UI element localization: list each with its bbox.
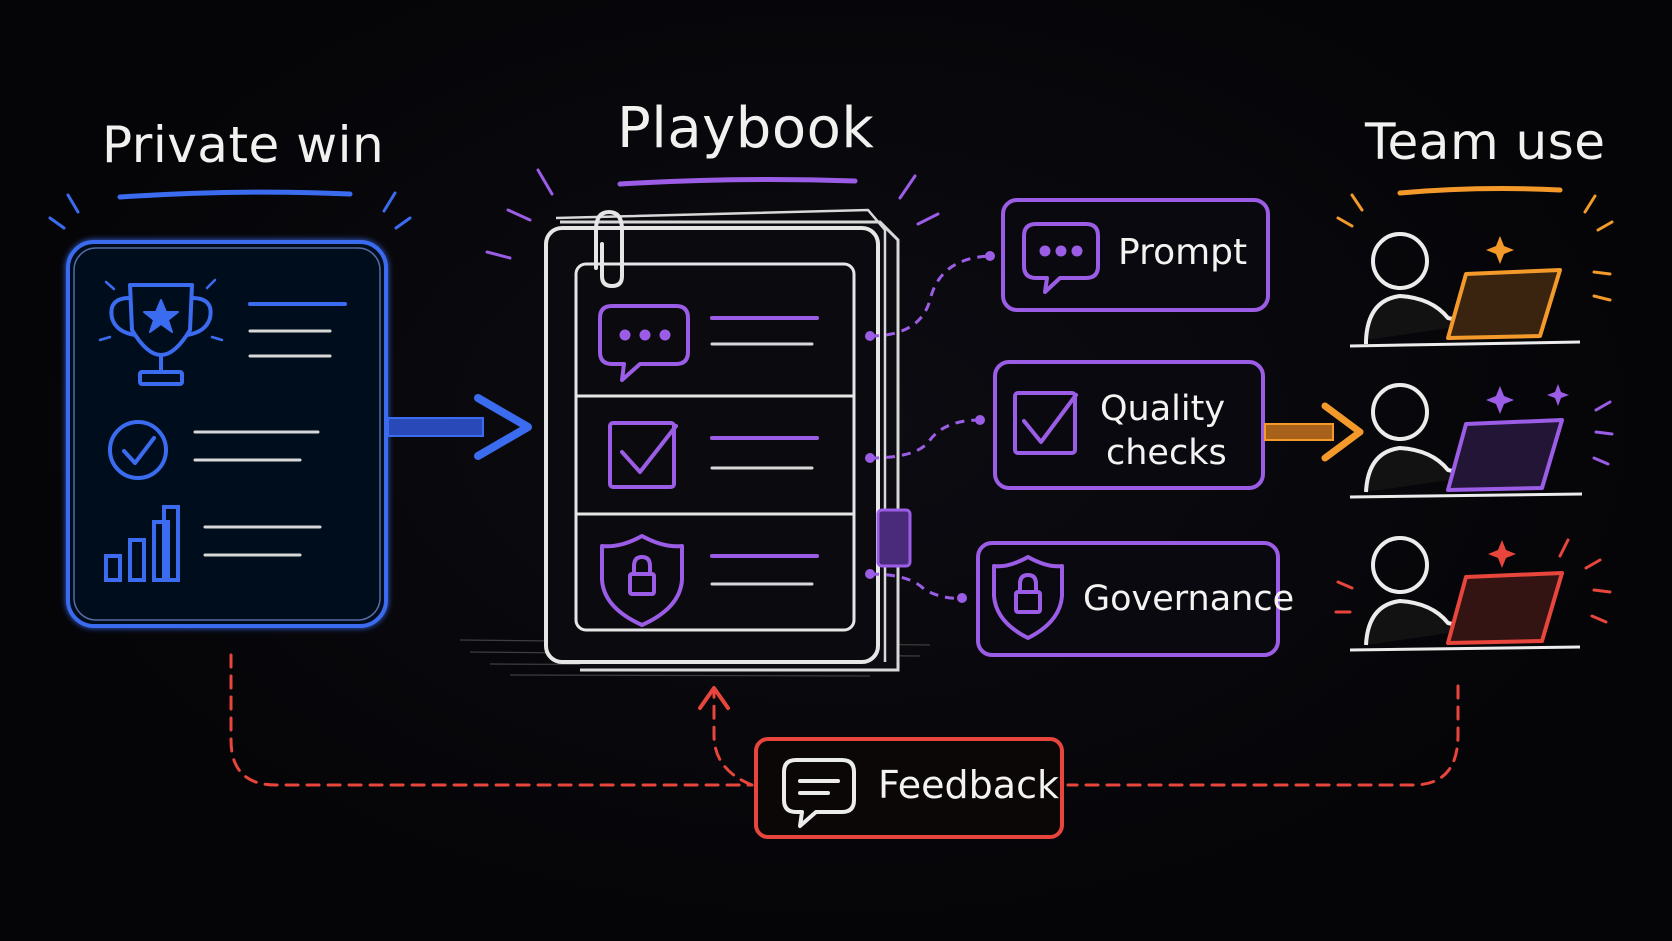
message-icon (782, 758, 856, 828)
person-laptop-icon (1334, 536, 1612, 652)
feedback-loop (229, 653, 1460, 787)
private-win-underline (117, 189, 353, 200)
playbook-rays (485, 168, 940, 260)
private-win-text-lines-2 (193, 430, 320, 462)
component-connectors (869, 254, 991, 600)
private-win-title: Private win (102, 116, 385, 174)
governance-box (976, 541, 1280, 657)
person-laptop-icon (1336, 193, 1614, 348)
private-win-text-lines-1 (248, 302, 347, 358)
checkbox-icon (608, 421, 678, 489)
playbook-lines-1 (710, 316, 819, 346)
team-use-title: Team use (1365, 113, 1606, 171)
team-rays-3 (1334, 538, 1612, 624)
playbook-binder (459, 168, 940, 677)
playbook-title: Playbook (617, 96, 875, 161)
playbook-underline (617, 177, 858, 187)
team-rays-2 (1592, 400, 1614, 466)
bar-chart-icon (104, 505, 180, 582)
prompt-box (1001, 198, 1270, 312)
playbook-to-team-arrow (1264, 402, 1364, 462)
person-laptop-icon (1349, 383, 1614, 499)
paperclip-icon (594, 209, 624, 289)
binder-tab (876, 508, 912, 568)
governance-shield-icon (992, 555, 1064, 640)
governance-label: Governance (1083, 579, 1295, 619)
team-rays-1 (1336, 193, 1614, 302)
team-use-group (1334, 193, 1614, 652)
playbook-lines-2 (710, 436, 819, 470)
chat-bubble-icon (598, 304, 690, 382)
feedback-up-arrowhead (698, 686, 730, 710)
feedback-box (754, 737, 1064, 839)
prompt-chat-icon (1022, 222, 1100, 294)
private-win-rays (48, 191, 412, 230)
quality-checks-line-1: Quality (1100, 389, 1226, 429)
shield-lock-icon (600, 534, 684, 627)
private-win-card (48, 191, 412, 628)
prompt-label: Prompt (1118, 232, 1248, 273)
quality-checks-box (993, 360, 1265, 490)
feedback-label: Feedback (878, 763, 1059, 807)
trophy-icon (98, 278, 224, 386)
playbook-lines-3 (710, 554, 819, 586)
quality-checkbox-icon (1013, 391, 1078, 455)
check-circle-icon (108, 420, 168, 480)
quality-checks-line-2: checks (1106, 433, 1227, 473)
private-to-playbook-arrow (387, 394, 532, 460)
quality-checks-label: Quality checks (1100, 387, 1227, 475)
private-win-text-lines-3 (203, 525, 322, 557)
team-use-underline (1397, 186, 1563, 196)
connector-dots (865, 251, 995, 603)
